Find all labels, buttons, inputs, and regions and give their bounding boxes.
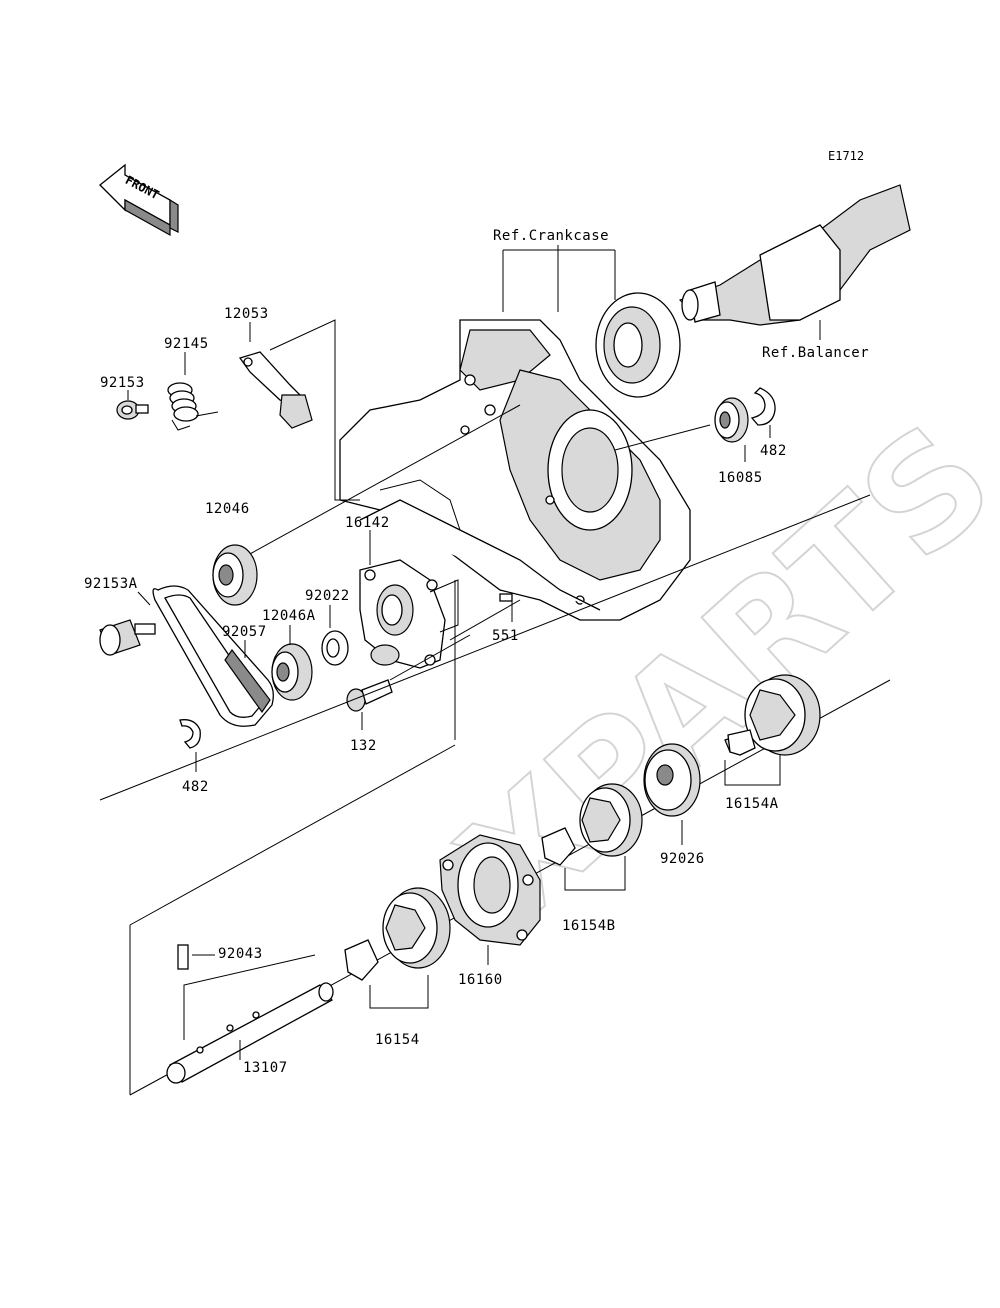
part-label-16154A: 16154A xyxy=(725,796,779,812)
sprocket-12046 xyxy=(212,544,258,606)
crankcase-reference xyxy=(339,319,691,621)
part-label-92026: 92026 xyxy=(660,851,705,867)
gear-16085 xyxy=(714,397,749,443)
pump-body-16160 xyxy=(439,834,541,946)
rotor-inner-16154 xyxy=(344,939,379,981)
part-label-16154B: 16154B xyxy=(562,918,616,934)
part-label-482-right: 482 xyxy=(760,443,787,459)
part-label-92043: 92043 xyxy=(218,946,263,962)
pump-cover-16142 xyxy=(359,559,446,669)
part-label-16142: 16142 xyxy=(345,515,390,531)
part-label-92057: 92057 xyxy=(222,624,267,640)
part-label-12053: 12053 xyxy=(224,306,269,322)
part-label-12046: 12046 xyxy=(205,501,250,517)
spring-92145 xyxy=(167,382,219,431)
part-label-92153A: 92153A xyxy=(84,576,138,592)
part-label-551: 551 xyxy=(492,628,519,644)
rotor-outer-16154B xyxy=(579,783,643,857)
shaft-13107 xyxy=(166,982,334,1084)
crankcase-ref-label: Ref.Crankcase xyxy=(493,228,609,244)
part-label-13107: 13107 xyxy=(243,1060,288,1076)
part-label-132: 132 xyxy=(350,738,377,754)
balancer-shaft xyxy=(678,184,911,340)
bolt-132 xyxy=(346,679,393,712)
part-label-16154: 16154 xyxy=(375,1032,420,1048)
tensioner-12053 xyxy=(238,351,313,429)
rotor-inner-16154A xyxy=(724,729,756,756)
bolt-92153A xyxy=(99,619,156,656)
front-arrow-icon: FRONT xyxy=(99,163,179,237)
part-label-16160: 16160 xyxy=(458,972,503,988)
chain-92057 xyxy=(152,585,274,727)
part-label-92022: 92022 xyxy=(305,588,350,604)
bolt-92153 xyxy=(116,400,149,420)
plate-92026 xyxy=(643,743,701,817)
part-label-12046A: 12046A xyxy=(262,608,316,624)
part-label-92153: 92153 xyxy=(100,375,145,391)
part-label-16085: 16085 xyxy=(718,470,763,486)
washer-92022 xyxy=(321,630,349,666)
rotor-outer-16154 xyxy=(382,887,451,969)
pin-92043 xyxy=(177,944,189,970)
circlip-482-right xyxy=(750,387,776,426)
part-label-482-left: 482 xyxy=(182,779,209,795)
pin-551 xyxy=(499,593,513,602)
balancer-ref-label: Ref.Balancer xyxy=(762,345,869,361)
rotor-outer-16154A xyxy=(744,674,821,756)
part-label-92145: 92145 xyxy=(164,336,209,352)
diagram-code: E1712 xyxy=(828,149,864,163)
circlip-482-left xyxy=(179,719,201,749)
sprocket-12046A xyxy=(271,643,313,701)
rotor-inner-16154B xyxy=(541,827,576,866)
bearing xyxy=(595,292,681,398)
